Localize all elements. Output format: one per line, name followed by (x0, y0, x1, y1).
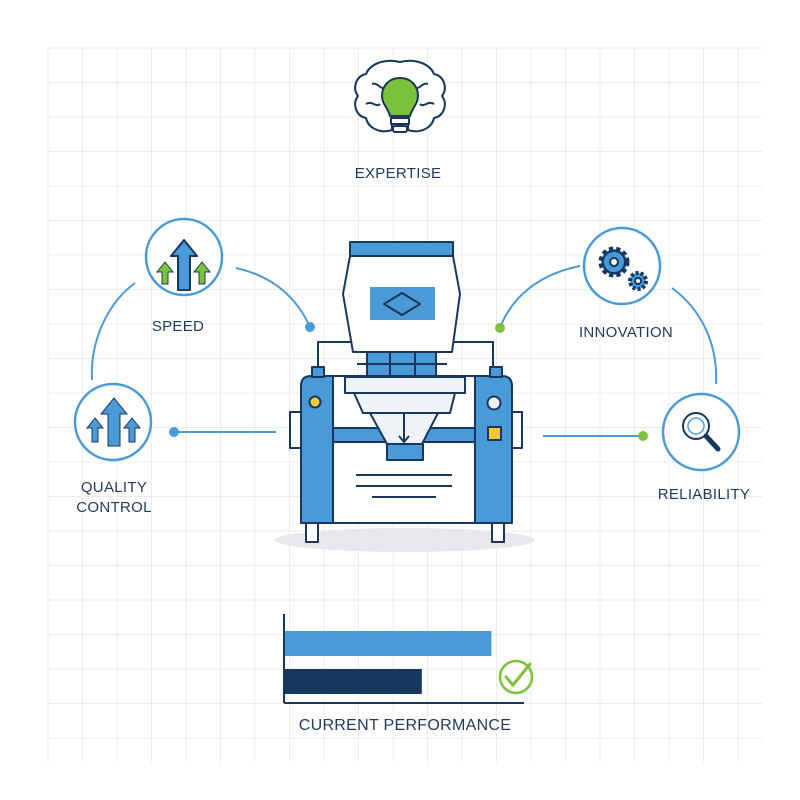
speed-node (144, 217, 224, 297)
expertise-label: EXPERTISE (355, 165, 442, 182)
magnifier-icon (682, 412, 721, 452)
innovation-connector (499, 265, 581, 329)
upper-tray (344, 376, 466, 394)
reliability-label: RELIABILITY (658, 486, 751, 503)
innovation-node (582, 226, 662, 306)
performance-chart (283, 614, 534, 704)
arrows-up-icon (85, 397, 142, 447)
machine-shadow (275, 528, 535, 552)
connector-dot (305, 322, 315, 332)
check-circle-icon (498, 659, 534, 695)
speed-connector (235, 267, 311, 328)
diamond-icon (383, 292, 421, 316)
quality-label-line1: QUALITY (81, 479, 147, 496)
performance-title: CURRENT PERFORMANCE (299, 717, 512, 734)
connector-dot (638, 431, 648, 441)
speed-quality-arc (90, 282, 136, 381)
connector-dot (169, 427, 179, 437)
lower-tray (353, 392, 456, 414)
innovation-reliability-arc (671, 287, 718, 385)
quality-label-line2: CONTROL (76, 499, 151, 516)
indicator-light (308, 395, 322, 409)
arrows-up-icon (155, 239, 212, 291)
innovation-label: INNOVATION (579, 324, 673, 341)
machine-leg (491, 521, 505, 543)
connector-dot (495, 323, 505, 333)
performance-bar-target (285, 631, 492, 656)
indicator-light (486, 395, 502, 411)
speed-label: SPEED (152, 318, 204, 335)
wire (317, 341, 352, 376)
hopper-cap (349, 241, 454, 257)
reliability-node (661, 392, 741, 472)
indicator-square (487, 426, 502, 441)
gears-icon (598, 246, 648, 291)
expertise-icon (354, 59, 446, 133)
wire (452, 341, 494, 376)
connectors (90, 265, 718, 437)
machine-leg (305, 521, 319, 543)
quality-control-node (73, 382, 153, 462)
left-pillar (300, 375, 334, 524)
outlet (386, 443, 424, 461)
performance-bar-current (285, 669, 422, 694)
industrial-machine (275, 241, 535, 552)
